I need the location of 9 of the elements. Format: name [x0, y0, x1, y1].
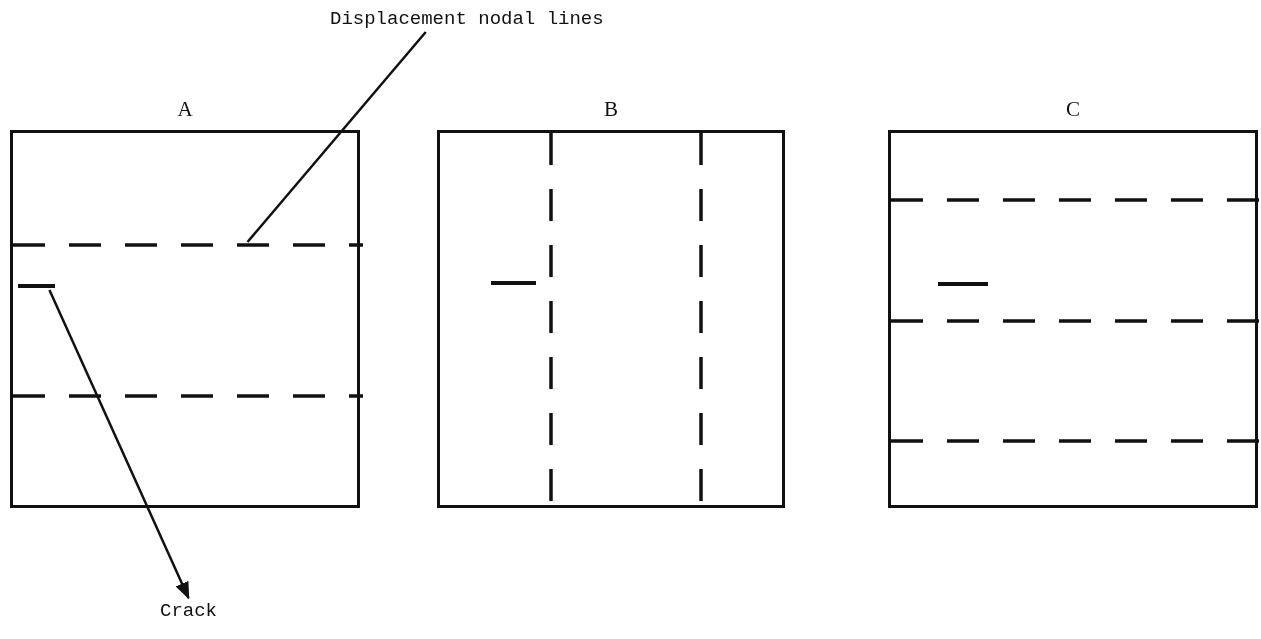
plate-label: A — [177, 97, 193, 122]
leader-line — [48, 289, 190, 600]
plate-label: B — [604, 97, 618, 122]
nodal-line — [13, 242, 363, 248]
callout-label: Crack — [160, 600, 217, 622]
crack-mark — [18, 284, 55, 288]
plate-label: C — [1066, 97, 1080, 122]
callout-label: Displacement nodal lines — [330, 8, 604, 30]
leader-line — [246, 31, 427, 243]
